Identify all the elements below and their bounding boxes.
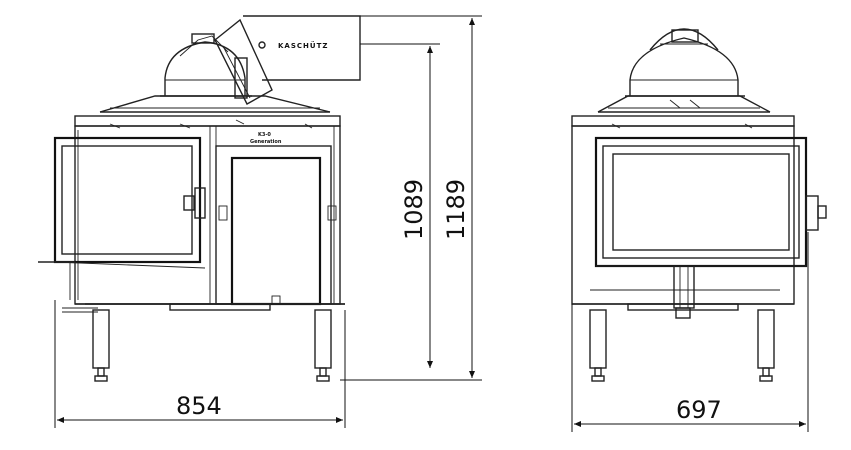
front-top-frame	[74, 95, 341, 129]
front-base	[62, 303, 345, 313]
side-view	[571, 28, 827, 382]
width-side-label: 697	[676, 396, 722, 424]
plate-line1: K3-0	[258, 132, 271, 138]
brand-label: KASCHÜTZ	[278, 41, 328, 50]
dimension-height-body: 1089	[360, 43, 440, 368]
front-leg-right	[314, 309, 332, 382]
side-leg-right	[757, 309, 775, 382]
front-body: K3-0 Generation	[74, 125, 341, 306]
side-top-frame	[571, 95, 795, 129]
front-leg-left	[92, 309, 110, 382]
side-body	[571, 125, 827, 309]
dimension-height-total: 1189	[340, 15, 482, 381]
height-body-label: 1089	[400, 179, 428, 240]
brand-tag: KASCHÜTZ	[243, 15, 361, 81]
height-total-label: 1189	[442, 179, 470, 240]
dimension-width-front: 854	[54, 300, 346, 428]
front-glass-door	[38, 136, 206, 300]
width-front-label: 854	[176, 392, 222, 420]
front-dome	[160, 18, 273, 105]
side-dome	[625, 28, 745, 97]
side-leg-left	[589, 309, 607, 382]
plate-line2: Generation	[250, 139, 282, 145]
side-base	[572, 303, 794, 319]
dimension-width-side: 697	[571, 232, 809, 432]
front-view: K3-0 Generation	[38, 15, 361, 382]
